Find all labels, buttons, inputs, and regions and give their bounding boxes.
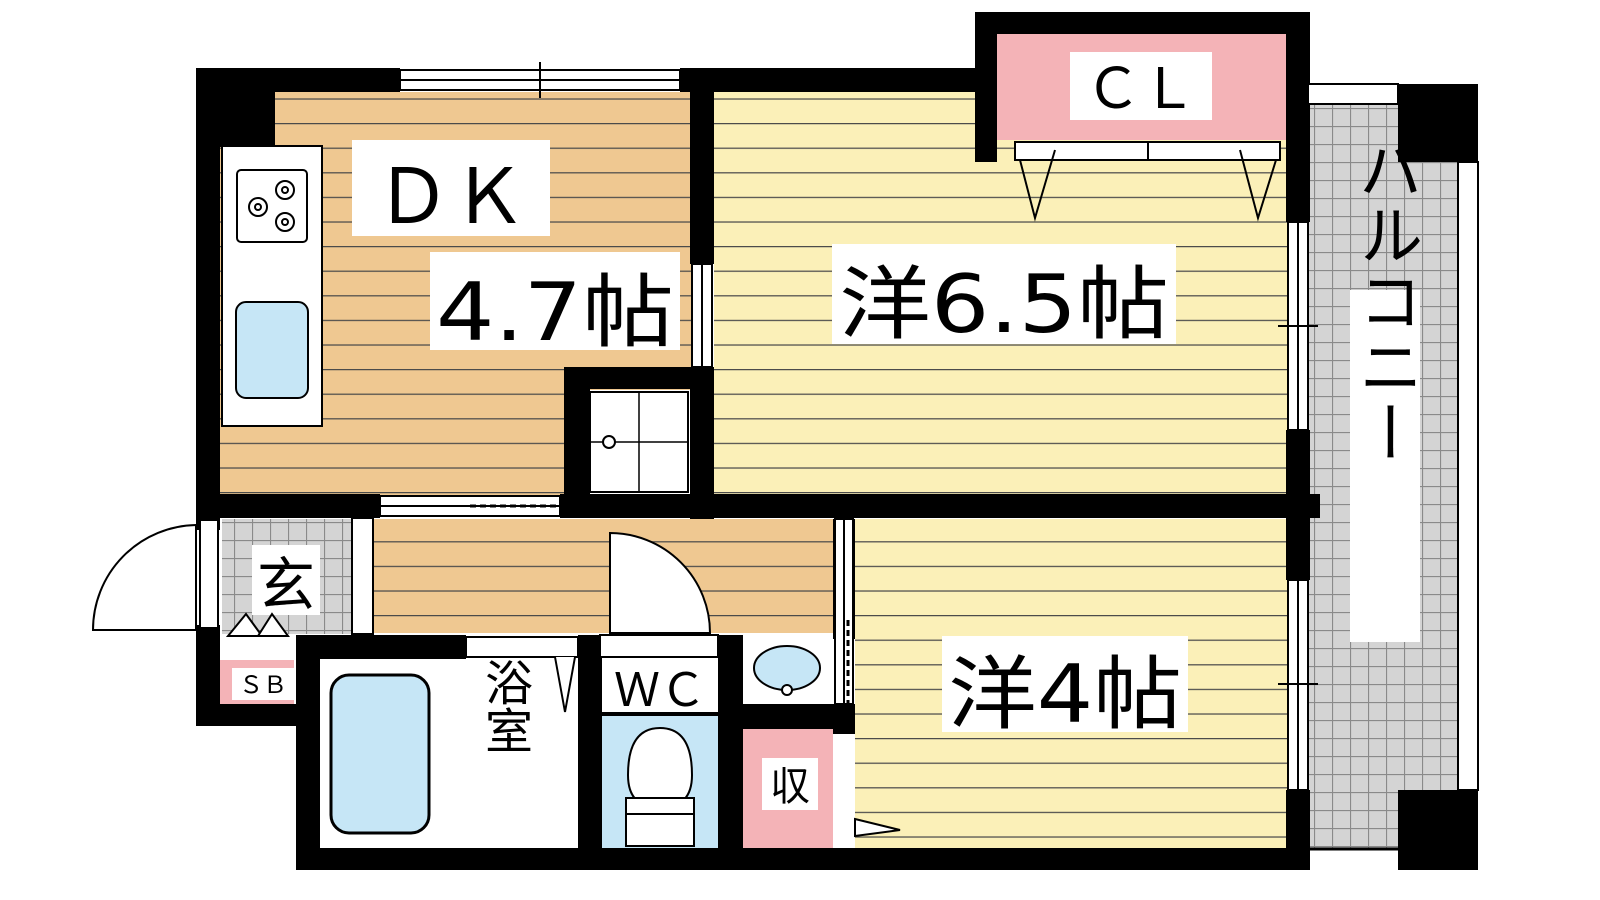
bathtub-icon [329, 673, 431, 835]
storage-label: 収 [770, 764, 810, 810]
stove-burners-icon [248, 180, 295, 232]
dk-top-window [399, 62, 681, 98]
western-small-floor [855, 519, 1288, 849]
dk-sliding-doors [379, 263, 713, 517]
entrance-door [91, 517, 374, 635]
wash-basin-icon [753, 645, 821, 696]
toilet-door [599, 531, 719, 658]
western-large-window [1278, 221, 1318, 431]
western-small-label: 洋4帖 [948, 648, 1182, 741]
shoe-box-label: ＳＢ [239, 671, 287, 699]
kitchen-sink [235, 301, 309, 399]
dk-size-label: 4.7帖 [436, 266, 674, 359]
bath-door [465, 636, 579, 713]
toilet-label: ＷＣ [614, 663, 706, 717]
washing-machine-pan-icon [589, 391, 689, 493]
western-small-window [1278, 579, 1318, 791]
closet-label: ＣＬ [1085, 57, 1197, 122]
balcony-label: バルコニー [1348, 135, 1422, 465]
kitchen-counter [221, 145, 323, 427]
hall-floor [373, 519, 835, 633]
western-small-door [834, 518, 854, 705]
closet-doors [1014, 141, 1281, 222]
balcony-rail [1307, 83, 1479, 851]
bathroom-label: 浴室 [476, 658, 532, 754]
entrance-label: 玄 [257, 551, 315, 619]
shoe-box-icon [225, 612, 290, 637]
toilet-icon [625, 726, 695, 847]
walls [196, 12, 1478, 870]
dk-room-label: ＤＫ [375, 152, 527, 241]
western-large-label: 洋6.5帖 [839, 258, 1169, 351]
storage-door [854, 817, 901, 838]
